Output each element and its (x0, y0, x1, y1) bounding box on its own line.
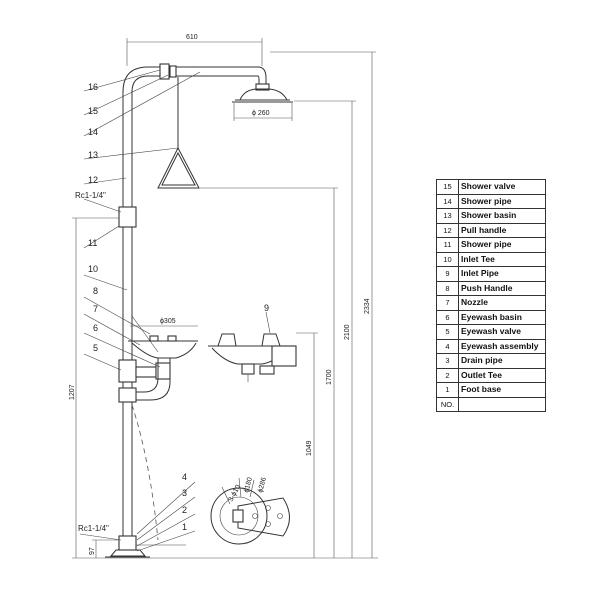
callout-10: 10 (88, 264, 98, 274)
part-no: 8 (436, 280, 459, 296)
push-handle-arm (131, 315, 159, 353)
swing-arc (131, 404, 159, 541)
part-name: Push Handle (458, 280, 546, 296)
part-name: Shower pipe (458, 237, 546, 253)
part-name: Shower pipe (458, 193, 546, 209)
table-row: NO. (436, 396, 546, 412)
part-no: 3 (436, 353, 459, 369)
part-name (458, 396, 546, 412)
part-no: NO. (436, 396, 459, 412)
part-name: Eyewash valve (458, 324, 546, 340)
part-name: Drain pipe (458, 353, 546, 369)
part-no: 13 (436, 208, 459, 224)
dim-head-dia: ϕ 260 (252, 110, 270, 117)
part-no: 12 (436, 222, 459, 238)
callout-rc-bottom: Rc1-1/4" (78, 524, 109, 533)
eyewash-basin-right (208, 333, 297, 382)
callout-15: 15 (88, 106, 98, 116)
upper-tee (118, 206, 137, 228)
part-no: 10 (436, 251, 459, 267)
dim-1049: 1049 (306, 440, 313, 456)
callout-4: 4 (182, 472, 187, 482)
dim-2100: 2100 (344, 324, 351, 340)
eyewash-basin-left (128, 335, 198, 359)
dim-610: 610 (186, 34, 198, 41)
part-name: Eyewash basin (458, 309, 546, 325)
part-name: Inlet Pipe (458, 266, 546, 282)
dim-hole-3: 3-ϕ10 (228, 484, 243, 503)
callout-rc-top: Rc1-1/4" (75, 191, 106, 200)
part-name: Shower valve (458, 179, 546, 195)
callout-13: 13 (88, 150, 98, 160)
callout-3: 3 (182, 488, 187, 498)
foot-pedal-detail (210, 477, 290, 545)
dim-286: ϕ286 (257, 477, 268, 494)
shower-arm (122, 63, 267, 93)
callout-14: 14 (88, 127, 98, 137)
part-name: Eyewash assembly (458, 338, 546, 354)
callout-16: 16 (88, 82, 98, 92)
part-name: Outlet Tee (458, 367, 546, 383)
eyewash-joint (118, 358, 171, 403)
part-no: 2 (436, 367, 459, 383)
part-name: Pull handle (458, 222, 546, 238)
callout-12: 12 (88, 175, 98, 185)
shower-head (232, 83, 293, 103)
part-no: 11 (436, 237, 459, 253)
part-no: 7 (436, 295, 459, 311)
leader-9 (265, 311, 271, 334)
dim-180: ϕ180 (243, 477, 254, 494)
callout-7: 7 (93, 304, 98, 314)
dim-97: 97 (89, 547, 96, 555)
part-name: Nozzle (458, 295, 546, 311)
callout-8: 8 (93, 286, 98, 296)
part-no: 14 (436, 193, 459, 209)
part-name: Shower basin (458, 208, 546, 224)
pull-handle (157, 77, 200, 189)
dim-1700: 1700 (326, 369, 333, 385)
part-no: 6 (436, 309, 459, 325)
dim-2334: 2334 (364, 298, 371, 314)
part-name: Inlet Tee (458, 251, 546, 267)
callout-9: 9 (264, 303, 269, 313)
part-no: 5 (436, 324, 459, 340)
callout-6: 6 (93, 323, 98, 333)
dim-1207: 1207 (69, 384, 76, 400)
foot-base (105, 535, 186, 558)
part-no: 15 (436, 179, 459, 195)
part-no: 4 (436, 338, 459, 354)
callout-5: 5 (93, 343, 98, 353)
callout-leaders (79, 69, 201, 552)
part-name: Foot base (458, 382, 546, 398)
part-no: 1 (436, 382, 459, 398)
main-vertical-pipe (122, 90, 133, 540)
callout-1: 1 (182, 522, 187, 532)
callout-11: 11 (88, 238, 97, 248)
callout-2: 2 (182, 505, 187, 515)
part-no: 9 (436, 266, 459, 282)
dimension-lines (72, 38, 378, 559)
dim-basin-dia: ϕ305 (160, 318, 176, 325)
